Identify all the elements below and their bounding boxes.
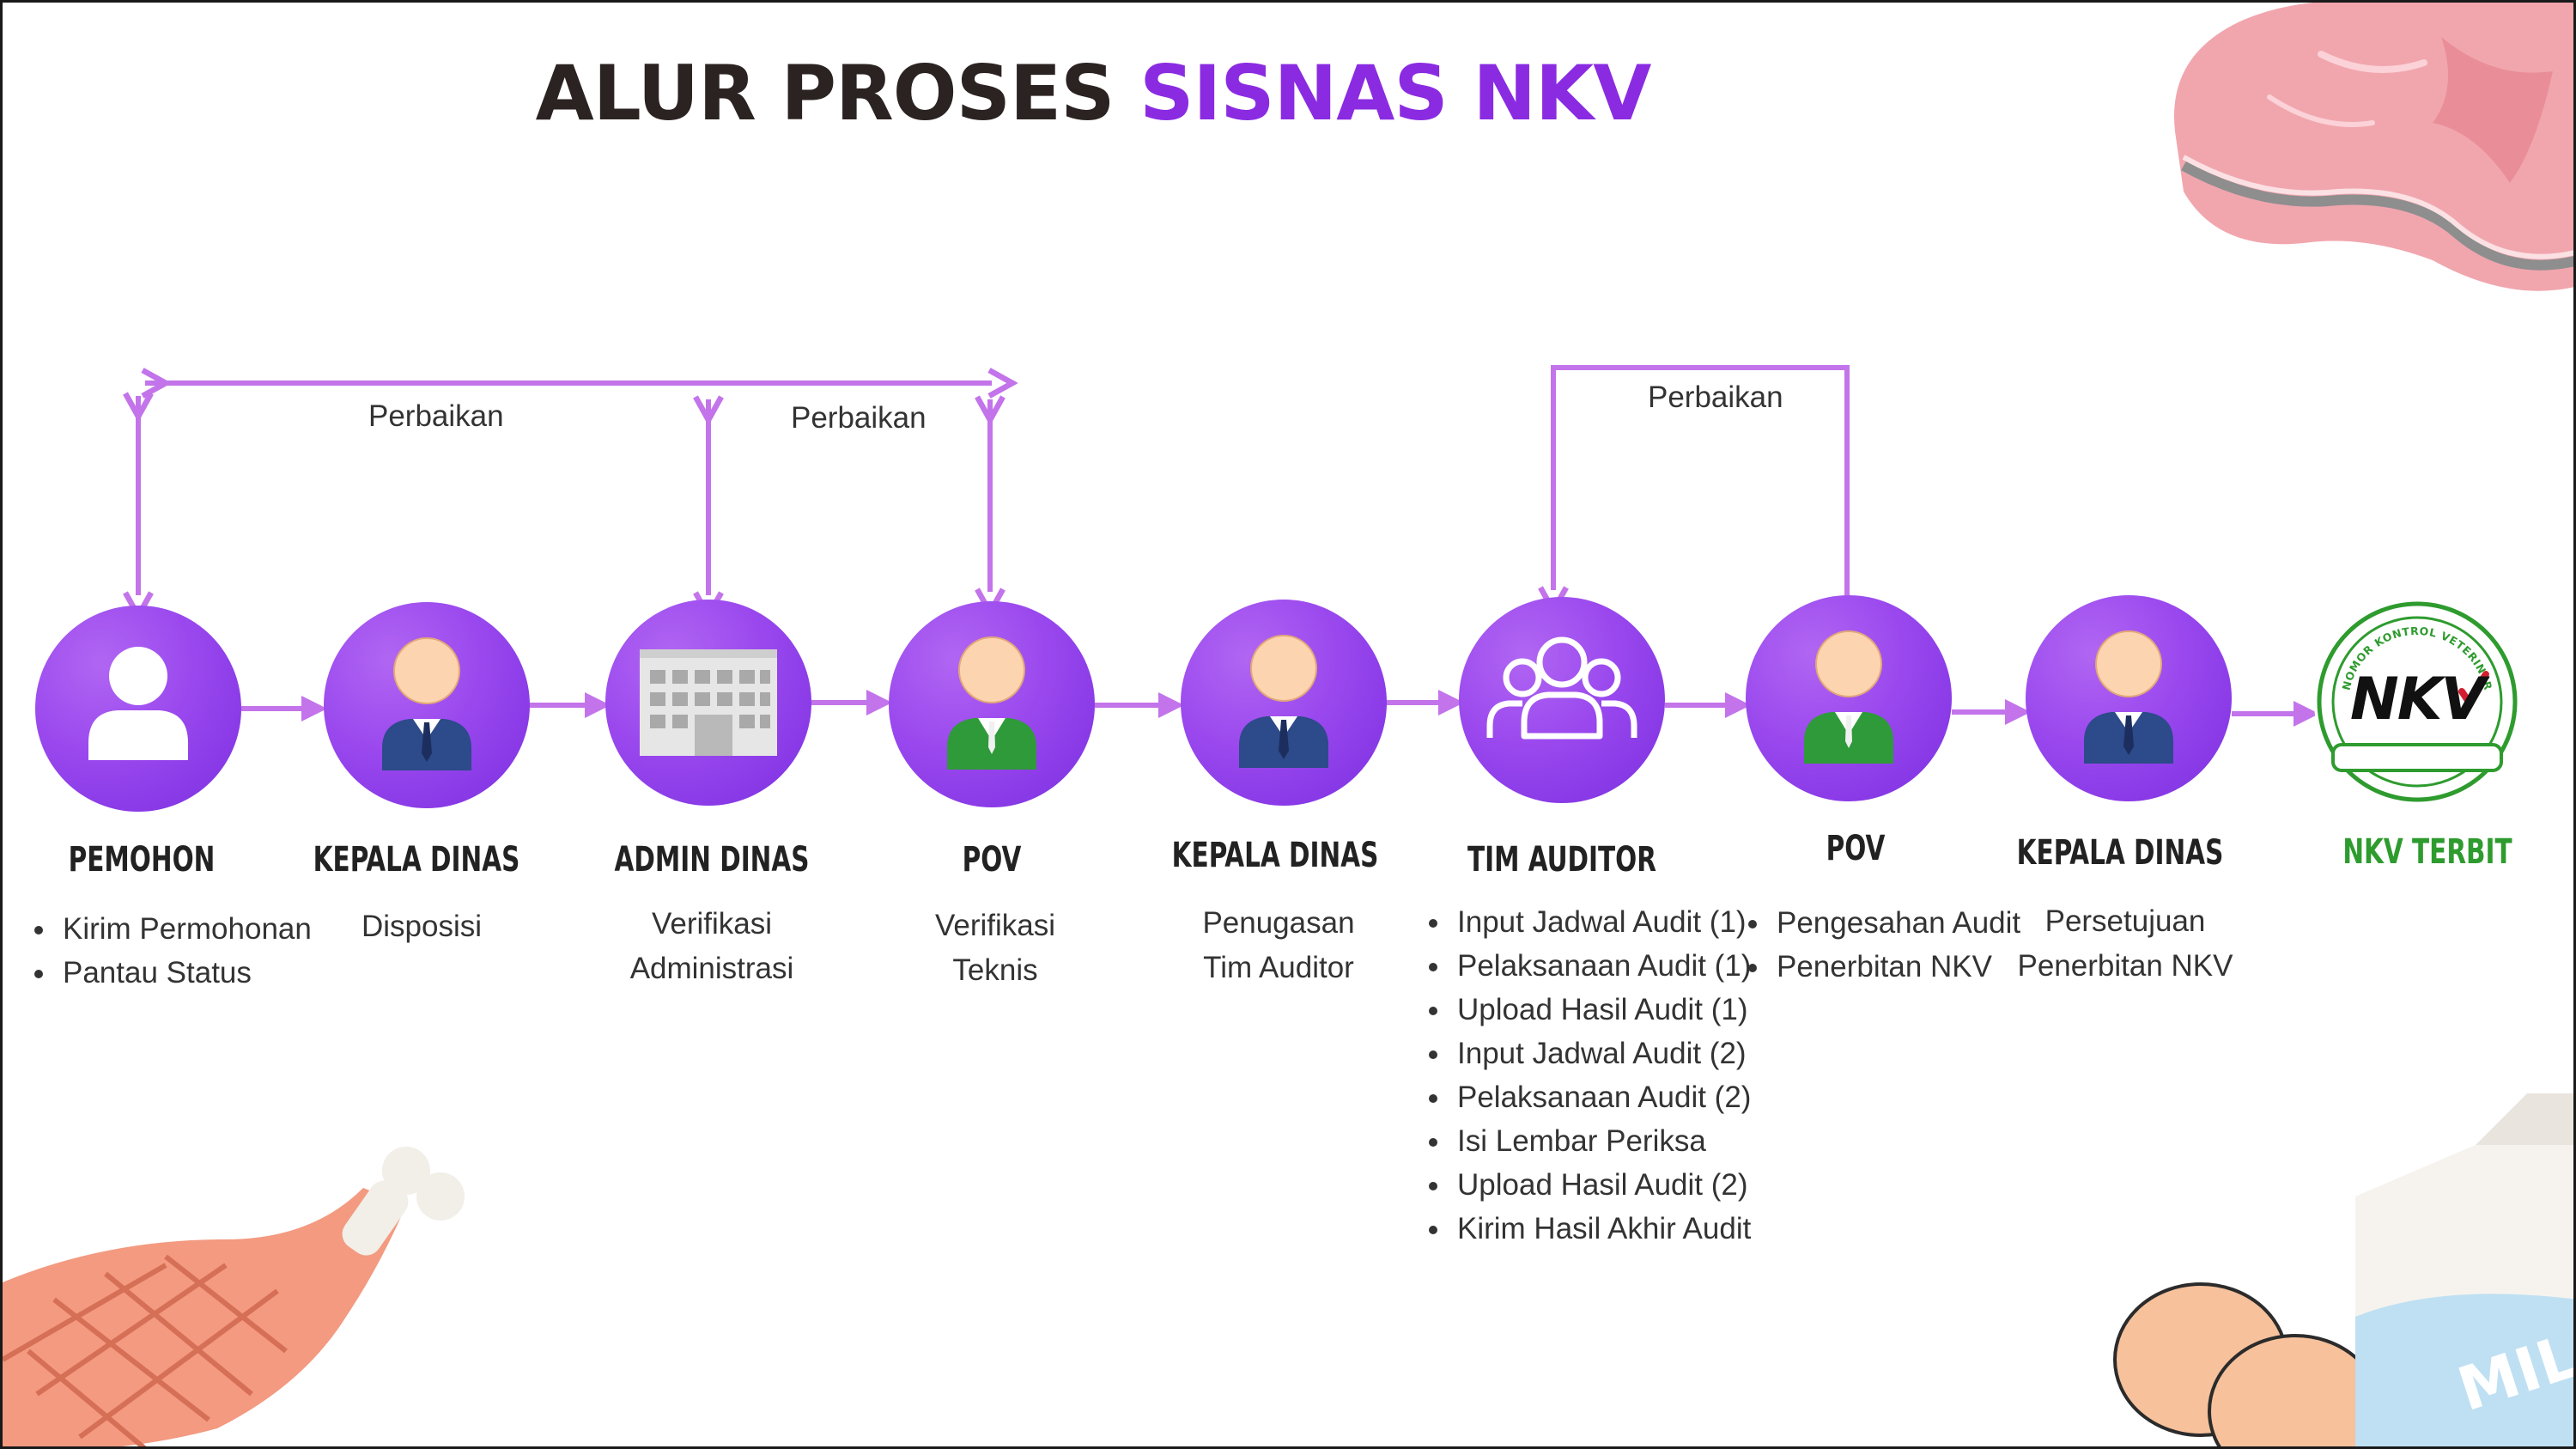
title-part-2: SISNAS NKV xyxy=(1139,49,1651,137)
step-kepala-dinas-2-desc: Penugasan Tim Auditor xyxy=(1202,906,1355,984)
step-pov-1-desc: Verifikasi Teknis xyxy=(934,909,1056,987)
step-nkv-terbit-role: NKV TERBIT xyxy=(2342,832,2512,872)
step-admin-dinas-role: ADMIN DINAS xyxy=(614,840,810,880)
step-kepala-dinas-2-node xyxy=(1181,600,1387,806)
list-item: Pelaksanaan Audit (2) xyxy=(1452,1075,1751,1119)
step-pemohon-node xyxy=(35,606,241,812)
list-item: Input Jadwal Audit (2) xyxy=(1452,1032,1751,1075)
step-kepala-dinas-3-role: KEPALA DINAS xyxy=(2016,833,2224,873)
list-item: Isi Lembar Periksa xyxy=(1452,1119,1751,1163)
step-kepala-dinas-3-node xyxy=(2026,595,2232,801)
loop-c xyxy=(1553,365,1850,595)
step-pov-2-node xyxy=(1746,595,1952,801)
step-tim-auditor-role: TIM AUDITOR xyxy=(1467,840,1656,880)
loop-label-3: Perbaikan xyxy=(1648,381,1783,414)
office-building-icon xyxy=(640,649,777,756)
list-item: Penerbitan NKV xyxy=(1771,945,2020,989)
nkv-logo-text: NKV xyxy=(2349,666,2486,734)
step-kepala-dinas-1-node xyxy=(324,602,530,808)
official-green-suit-icon xyxy=(947,636,1036,770)
list-item: Kirim Hasil Akhir Audit xyxy=(1452,1207,1751,1251)
list-item: Upload Hasil Audit (2) xyxy=(1452,1163,1751,1207)
step-pov-2-role: POV xyxy=(1826,829,1886,868)
step-admin-dinas-desc: Verifikasi Administrasi xyxy=(629,907,794,985)
list-item: Pengesahan Audit xyxy=(1771,901,2020,945)
step-admin-dinas-node xyxy=(605,600,811,806)
list-item: Pantau Status xyxy=(58,951,312,995)
step-kepala-dinas-2-role: KEPALA DINAS xyxy=(1171,836,1379,875)
official-blue-suit-icon xyxy=(1239,635,1328,768)
title-part-1: ALUR PROSES xyxy=(535,49,1115,137)
step-pov-1-role: POV xyxy=(962,840,1022,880)
step-kepala-dinas-3-desc: Persetujuan Penerbitan NKV xyxy=(2017,904,2233,983)
step-pov-1-node xyxy=(889,601,1095,807)
official-blue-suit-icon xyxy=(2084,630,2173,764)
step-pemohon-role: PEMOHON xyxy=(68,840,216,880)
step-kepala-dinas-1-role: KEPALA DINAS xyxy=(313,840,520,880)
person-icon xyxy=(88,647,188,760)
list-item: Input Jadwal Audit (1) xyxy=(1452,900,1751,944)
step-pov-2-bullets: Pengesahan Audit Penerbitan NKV xyxy=(1742,901,2020,989)
list-item: Upload Hasil Audit (1) xyxy=(1452,988,1751,1032)
chicken-leg-icon xyxy=(3,1147,465,1446)
official-green-suit-icon xyxy=(1804,630,1893,764)
flow-connectors xyxy=(3,365,2319,727)
page-title: ALUR PROSES SISNAS NKV xyxy=(3,56,2184,131)
step-kepala-dinas-1-desc: Disposisi xyxy=(361,910,483,943)
team-icon xyxy=(1486,636,1637,740)
eggs-icon xyxy=(2113,1282,2372,1446)
meat-icon xyxy=(2174,3,2573,291)
loop-label-2: Perbaikan xyxy=(791,401,927,435)
nkv-logo: NOMOR KONTROL VETERINER NKV xyxy=(2314,599,2520,805)
step-tim-auditor-bullets: Input Jadwal Audit (1) Pelaksanaan Audit… xyxy=(1423,900,1751,1251)
official-blue-suit-icon xyxy=(382,637,471,770)
step-tim-auditor-node xyxy=(1459,597,1665,803)
nkv-logo-ring: NOMOR KONTROL VETERINER xyxy=(2317,601,2518,802)
loop-label-1: Perbaikan xyxy=(368,399,504,433)
list-item: Kirim Permohonan xyxy=(58,907,312,951)
list-item: Pelaksanaan Audit (1) xyxy=(1452,944,1751,988)
step-pemohon-bullets: Kirim Permohonan Pantau Status xyxy=(28,907,312,995)
milk-carton-icon: MILK xyxy=(2355,1093,2573,1446)
